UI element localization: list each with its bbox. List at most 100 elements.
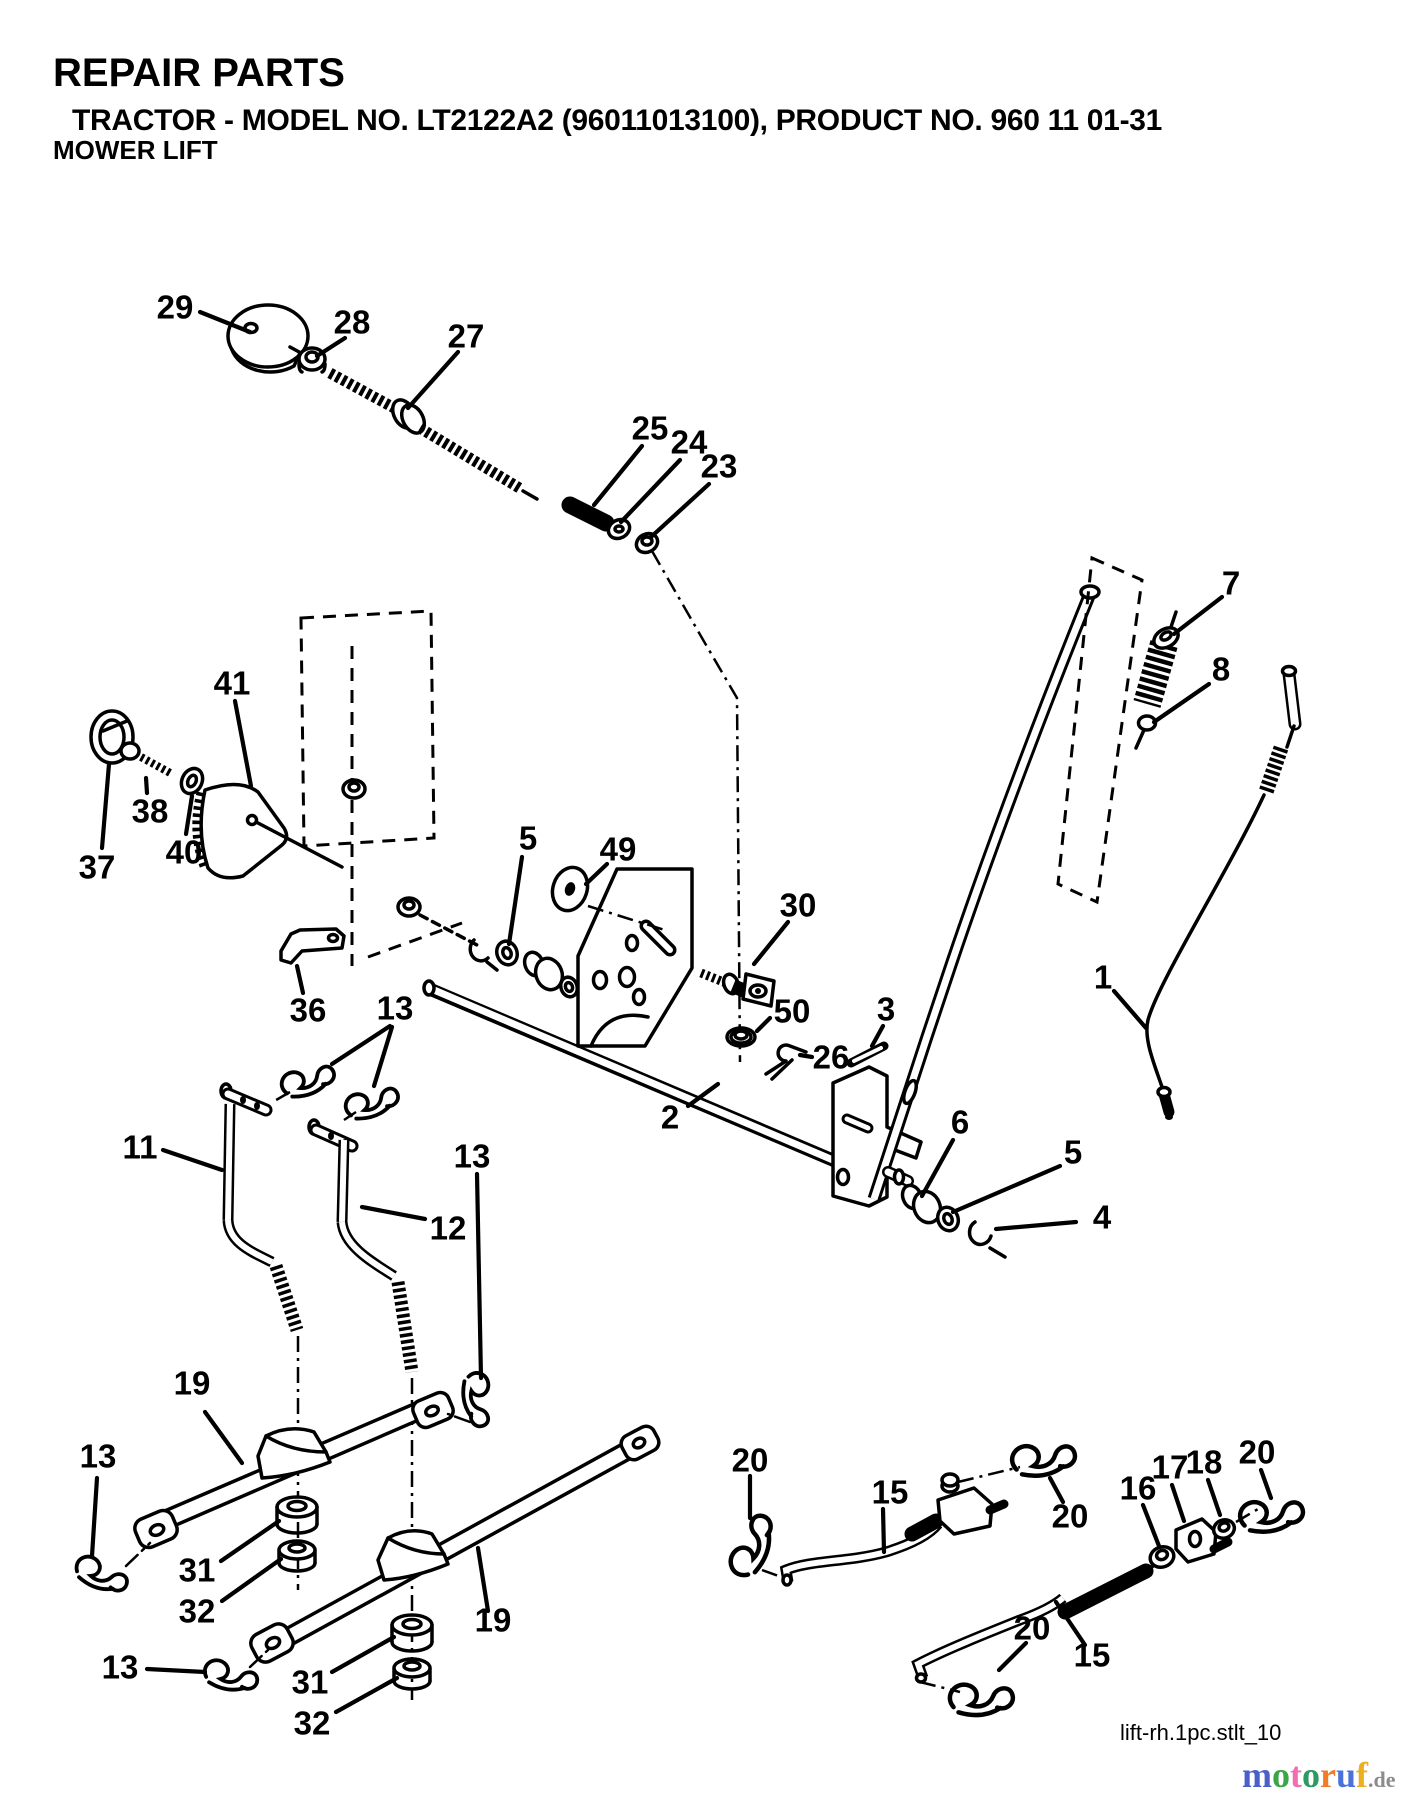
leader-line-50 — [754, 1015, 773, 1034]
part-callout-13: 13 — [377, 990, 414, 1027]
leader-line-32 — [219, 1556, 284, 1604]
leader-line-20 — [1258, 1467, 1274, 1501]
model-subtitle: TRACTOR - MODEL NO. LT2122A2 (9601101310… — [72, 104, 1162, 137]
leader-line-13 — [371, 1024, 395, 1089]
part-callout-11: 11 — [123, 1129, 158, 1166]
watermark-letter: r — [1320, 1755, 1336, 1795]
part-callout-26: 26 — [813, 1039, 850, 1076]
part-callout-24: 24 — [671, 424, 708, 461]
leader-line-13 — [89, 1475, 100, 1559]
part-callout-31: 31 — [179, 1552, 216, 1589]
leader-line-23 — [648, 481, 712, 540]
pivot-plate — [576, 867, 694, 1048]
leader-line-28 — [314, 335, 348, 359]
lift-arm-upper — [133, 1390, 455, 1573]
leader-line-20 — [1047, 1475, 1066, 1505]
part-callout-5: 5 — [1064, 1134, 1082, 1171]
leader-line-49 — [583, 861, 610, 887]
part-callout-32: 32 — [179, 1593, 216, 1630]
watermark-letter: m — [1242, 1755, 1272, 1795]
leader-line-1 — [1111, 988, 1149, 1031]
leader-line-27 — [405, 349, 461, 411]
lift-cable — [1145, 664, 1302, 1120]
hidden-nut — [396, 896, 479, 947]
part-callout-49: 49 — [600, 831, 637, 868]
part-callout-30: 30 — [780, 887, 817, 924]
leader-line-7 — [1171, 594, 1225, 637]
leader-line-30 — [751, 919, 791, 967]
cam-sector-assembly — [89, 709, 344, 880]
diagram-artwork — [74, 303, 1306, 1718]
leader-line-13 — [474, 1171, 484, 1381]
watermark-suffix: .de — [1368, 1767, 1396, 1792]
leader-line-2 — [685, 1081, 721, 1109]
part-callout-19: 19 — [174, 1365, 211, 1402]
phantom-plate — [299, 609, 463, 966]
part-callout-50: 50 — [774, 993, 811, 1030]
phantom-lever-box — [1056, 555, 1144, 905]
part-callout-7: 7 — [1222, 565, 1240, 602]
part-callout-16: 16 — [1120, 1470, 1157, 1507]
part-callout-36: 36 — [290, 992, 327, 1029]
part-callout-13: 13 — [454, 1138, 491, 1175]
part-callout-12: 12 — [430, 1210, 467, 1247]
centerline — [650, 550, 742, 1063]
part-callout-20: 20 — [1052, 1498, 1089, 1535]
lift-shaft — [422, 979, 849, 1171]
lift-lever-assembly — [831, 584, 1101, 1208]
part-callout-20: 20 — [1239, 1434, 1276, 1471]
leader-line-36 — [294, 963, 306, 996]
hairpin-clips-13 — [74, 1064, 491, 1692]
part-callout-15: 15 — [872, 1474, 909, 1511]
leader-line-6 — [919, 1137, 956, 1199]
section-title: MOWER LIFT — [53, 135, 218, 165]
part-callout-27: 27 — [448, 318, 485, 355]
pivot-hardware-left — [468, 938, 580, 999]
part-callout-38: 38 — [132, 793, 169, 830]
washer-49 — [550, 865, 669, 933]
drawing-id: lift-rh.1pc.stlt_10 — [1120, 1720, 1281, 1745]
leader-line-19 — [202, 1409, 245, 1466]
leader-line-5 — [950, 1163, 1063, 1215]
page-title: REPAIR PARTS — [53, 51, 345, 95]
leader-line-13 — [329, 1023, 393, 1067]
part-callout-4: 4 — [1093, 1199, 1112, 1236]
leader-line-19 — [475, 1545, 491, 1614]
part-callout-32: 32 — [294, 1705, 331, 1742]
part-callout-19: 19 — [475, 1602, 512, 1639]
part-callout-5: 5 — [519, 820, 537, 857]
lift-links — [219, 1082, 419, 1700]
leader-line-31 — [329, 1634, 397, 1675]
part-callout-40: 40 — [166, 834, 203, 871]
leader-line-25 — [591, 443, 645, 508]
leader-line-5 — [506, 854, 525, 947]
part-callout-8: 8 — [1212, 651, 1230, 688]
bracket-36 — [279, 927, 346, 965]
part-callout-20: 20 — [1014, 1610, 1051, 1647]
part-callout-2: 2 — [661, 1099, 679, 1136]
part-callout-6: 6 — [951, 1104, 969, 1141]
part-callout-23: 23 — [701, 448, 738, 485]
leader-line-41 — [232, 698, 254, 789]
pivot-hardware-right — [900, 1183, 1007, 1259]
leader-line-29 — [197, 309, 253, 335]
leader-line-31 — [218, 1518, 282, 1564]
part-callout-25: 25 — [632, 410, 669, 447]
leader-line-12 — [359, 1204, 428, 1222]
leader-line-3 — [869, 1023, 886, 1049]
mower-lift-rods — [728, 1443, 1306, 1718]
leader-line-15 — [1053, 1599, 1088, 1648]
leader-line-4 — [993, 1219, 1079, 1232]
watermark-letter: t — [1290, 1755, 1302, 1795]
leader-line-8 — [1151, 681, 1212, 725]
leader-line-32 — [333, 1675, 400, 1715]
part-callout-17: 17 — [1152, 1449, 1189, 1486]
leader-line-26 — [797, 1052, 815, 1060]
leader-line-15 — [880, 1506, 887, 1555]
leader-line-40 — [183, 793, 195, 837]
leader-line-16 — [1140, 1502, 1162, 1549]
motoruf-watermark: motoruf.de — [1242, 1755, 1396, 1795]
part-callout-1: 1 — [1094, 959, 1112, 996]
